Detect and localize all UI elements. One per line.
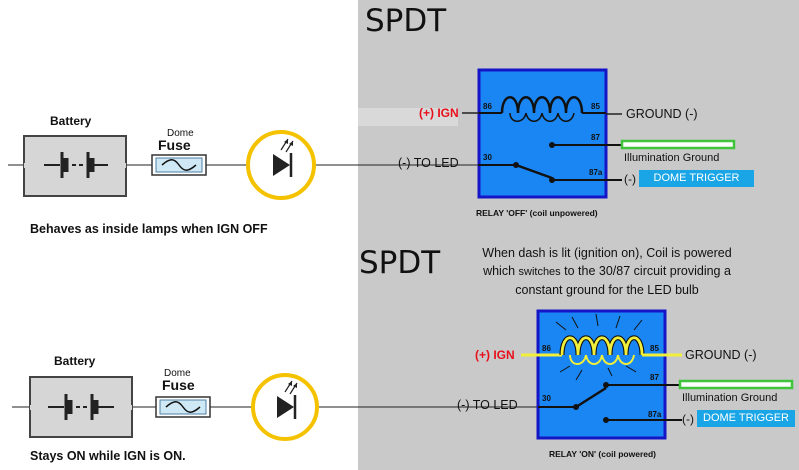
bottom-minus-label: (-) bbox=[682, 412, 694, 426]
bottom-dome-trigger-label: DOME TRIGGER bbox=[697, 410, 795, 427]
top-pin-87a: 87a bbox=[589, 168, 603, 177]
top-relay-caption: RELAY 'OFF' (coil unpowered) bbox=[476, 208, 598, 218]
bottom-fuse-label-small: Dome bbox=[164, 368, 191, 379]
bottom-ign-label: (+) IGN bbox=[475, 348, 515, 362]
bottom-illumination-label: Illumination Ground bbox=[682, 392, 778, 404]
top-illumination-wire bbox=[620, 139, 736, 150]
top-relay bbox=[462, 68, 622, 199]
bottom-fuse-symbol bbox=[155, 396, 211, 418]
bottom-battery-symbol bbox=[29, 376, 133, 438]
bottom-explanation: When dash is lit (ignition on), Coil is … bbox=[442, 244, 772, 299]
bottom-circuit bbox=[12, 309, 794, 441]
top-ign-label: (+) IGN bbox=[419, 106, 459, 120]
explanation-line-2-small: switches bbox=[518, 266, 561, 278]
top-caption: Behaves as inside lamps when IGN OFF bbox=[30, 222, 268, 236]
bottom-title: SPDT bbox=[359, 245, 441, 281]
top-dome-trigger-label: DOME TRIGGER bbox=[639, 170, 754, 187]
top-title: SPDT bbox=[365, 3, 447, 39]
bottom-relay-caption: RELAY 'ON' (coil powered) bbox=[549, 449, 657, 459]
top-battery-symbol bbox=[23, 135, 127, 197]
explanation-line-1: When dash is lit (ignition on), Coil is … bbox=[482, 246, 732, 260]
top-minus-label: (-) bbox=[624, 172, 636, 186]
bottom-pin-87: 87 bbox=[650, 373, 659, 382]
bottom-fuse-label-big: Fuse bbox=[162, 377, 195, 393]
top-battery-label: Battery bbox=[50, 114, 92, 128]
top-pin-85: 85 bbox=[591, 102, 600, 111]
bottom-pin-85: 85 bbox=[650, 344, 659, 353]
top-to-led-label: (-) TO LED bbox=[398, 156, 459, 170]
explanation-line-3: constant ground for the LED bulb bbox=[515, 283, 699, 297]
panel-highlight-band bbox=[358, 108, 458, 126]
top-led-symbol bbox=[246, 130, 316, 200]
bottom-to-led-label: (-) TO LED bbox=[457, 398, 518, 412]
bottom-battery-label: Battery bbox=[54, 354, 96, 368]
explanation-line-2: which switches to the 30/87 circuit prov… bbox=[442, 262, 772, 281]
top-fuse-symbol bbox=[151, 154, 207, 176]
top-pin-87: 87 bbox=[591, 133, 600, 142]
bottom-pin-30: 30 bbox=[542, 394, 551, 403]
bottom-illumination-wire bbox=[678, 379, 794, 390]
top-pin-30: 30 bbox=[483, 153, 492, 162]
explanation-line-2-post: to the 30/87 circuit providing a bbox=[560, 264, 731, 278]
top-fuse-label-big: Fuse bbox=[158, 137, 191, 153]
top-illumination-label: Illumination Ground bbox=[624, 152, 720, 164]
top-pin-86: 86 bbox=[483, 102, 492, 111]
top-ground-label: GROUND (-) bbox=[626, 107, 698, 121]
bottom-pin-86: 86 bbox=[542, 344, 551, 353]
bottom-caption: Stays ON while IGN is ON. bbox=[30, 449, 186, 463]
top-fuse-label-small: Dome bbox=[167, 128, 194, 139]
explanation-line-2-pre: which bbox=[483, 264, 519, 278]
bottom-relay bbox=[521, 309, 682, 440]
top-circuit bbox=[8, 68, 736, 200]
bottom-led-symbol bbox=[251, 373, 319, 441]
bottom-pin-87a: 87a bbox=[648, 410, 662, 419]
bottom-ground-label: GROUND (-) bbox=[685, 348, 757, 362]
